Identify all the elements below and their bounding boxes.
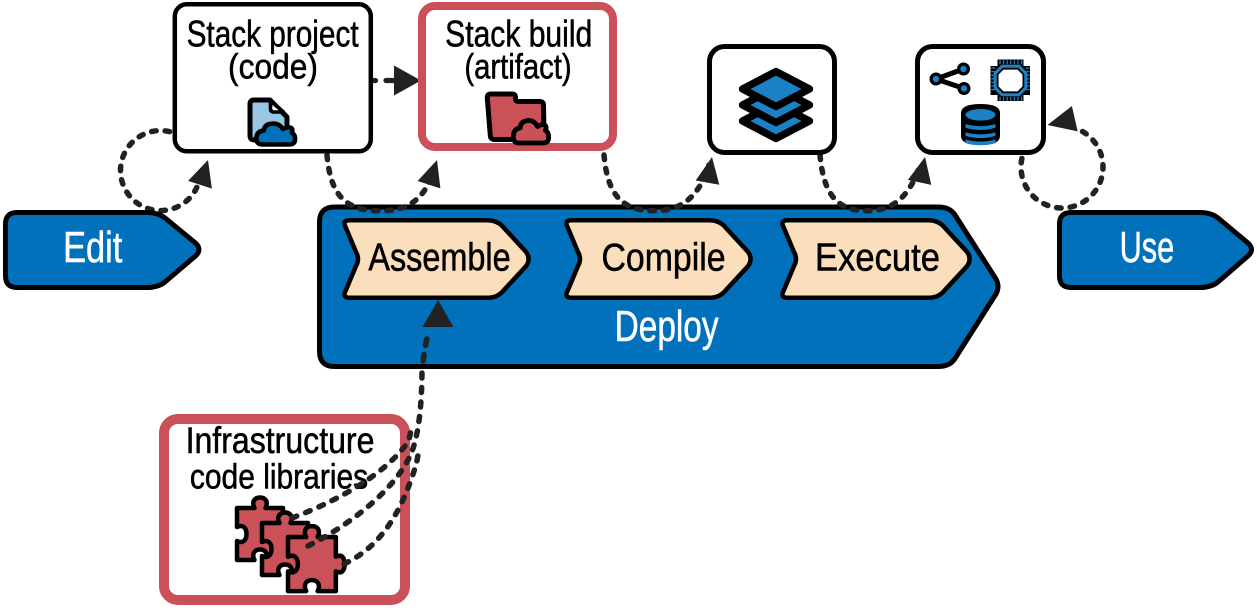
svg-text:Stack project: Stack project — [187, 14, 360, 55]
svg-text:code libraries: code libraries — [190, 456, 368, 496]
svg-text:Deploy: Deploy — [615, 303, 719, 351]
svg-text:Stack build: Stack build — [445, 13, 592, 55]
svg-text:Execute: Execute — [815, 236, 940, 279]
svg-text:Compile: Compile — [601, 235, 725, 279]
svg-text:(code): (code) — [228, 48, 318, 87]
svg-text:Infrastructure: Infrastructure — [186, 421, 375, 462]
svg-text:Assemble: Assemble — [368, 236, 510, 280]
svg-text:Use: Use — [1120, 224, 1175, 273]
svg-text:Edit: Edit — [63, 223, 122, 272]
svg-text:(artifact): (artifact) — [464, 47, 571, 86]
